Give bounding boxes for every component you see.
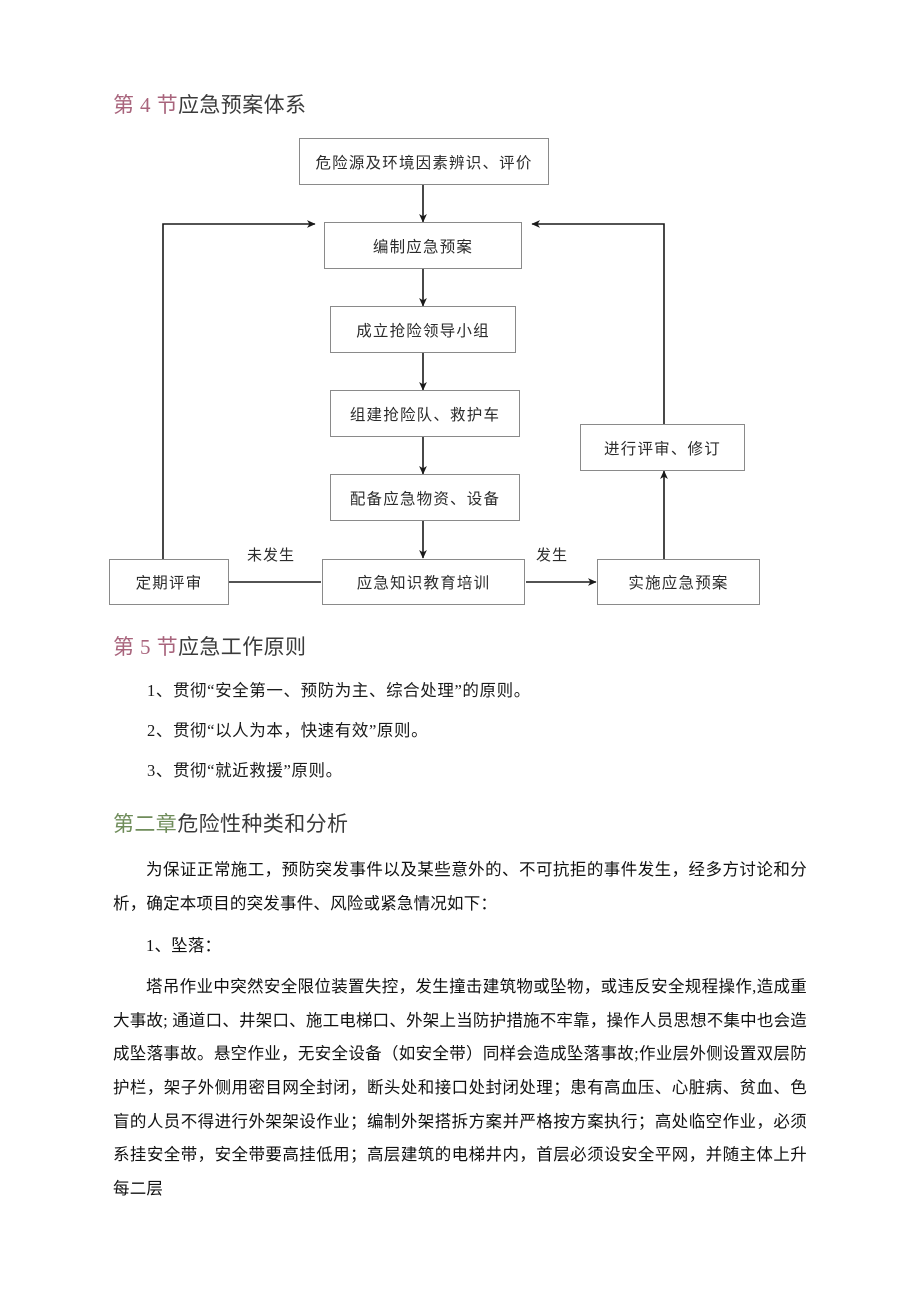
section-4-title: 应急预案体系 bbox=[178, 93, 307, 117]
flow-node-label: 定期评审 bbox=[135, 575, 203, 593]
flow-node-label: 成立抢险领导小组 bbox=[356, 322, 490, 340]
flowchart-connectors bbox=[162, 185, 668, 587]
flow-node-hazard-identification: 危险源及环境因素辨识、评价 bbox=[299, 138, 549, 186]
flow-node-label: 实施应急预案 bbox=[628, 575, 729, 593]
section-4-number: 第 4 节 bbox=[113, 93, 178, 117]
flow-node-label: 配备应急物资、设备 bbox=[349, 490, 501, 508]
emergency-plan-flowchart: 危险源及环境因素辨识、评价 编制应急预案 成立抢险领导小组 组建抢险队、救护车 … bbox=[109, 138, 803, 608]
principle-item-1: 1、贯彻“安全第一、预防为主、综合处理”的原则。 bbox=[147, 680, 531, 700]
flow-node-review-revise: 进行评审、修订 bbox=[580, 424, 745, 472]
flow-node-periodic-review: 定期评审 bbox=[109, 559, 229, 606]
principle-item-2: 2、贯彻“以人为本，快速有效”原则。 bbox=[147, 720, 429, 740]
hazard-item-fall-paragraph: 塔吊作业中突然安全限位装置失控，发生撞击建筑物或坠物，或违反安全规程操作,造成重… bbox=[113, 977, 807, 1198]
flow-node-label: 编制应急预案 bbox=[372, 238, 474, 256]
flow-node-label: 危险源及环境因素辨识、评价 bbox=[315, 154, 533, 172]
flow-node-implement-plan: 实施应急预案 bbox=[597, 559, 760, 606]
flow-node-label: 应急知识教育培训 bbox=[356, 575, 491, 593]
flow-node-establish-leadership: 成立抢险领导小组 bbox=[330, 306, 516, 354]
chapter-2-number: 第二章 bbox=[113, 811, 178, 836]
chapter-2-intro-paragraph: 为保证正常施工，预防突发事件以及某些意外的、不可抗拒的事件发生，经多方讨论和分析… bbox=[113, 860, 807, 913]
principle-item-3: 3、贯彻“就近救援”原则。 bbox=[147, 760, 343, 780]
flow-node-equip-supplies: 配备应急物资、设备 bbox=[330, 474, 520, 522]
flow-node-knowledge-training: 应急知识教育培训 bbox=[322, 559, 525, 606]
flow-node-prepare-plan: 编制应急预案 bbox=[324, 222, 522, 270]
section-5-heading: 第 5 节应急工作原则 bbox=[113, 608, 807, 662]
flow-node-label: 进行评审、修订 bbox=[604, 440, 721, 458]
flow-node-label: 组建抢险队、救护车 bbox=[349, 406, 501, 424]
chapter-2-heading: 第二章危险性种类和分析 bbox=[113, 783, 807, 839]
flow-edge-label-occurred: 发生 bbox=[536, 548, 569, 565]
flow-node-build-rescue-team: 组建抢险队、救护车 bbox=[330, 390, 520, 438]
section-4-heading: 第 4 节应急预案体系 bbox=[113, 0, 807, 120]
flow-edge-label-not-occurred: 未发生 bbox=[247, 548, 296, 565]
hazard-item-fall-label: 1、坠落： bbox=[146, 936, 222, 956]
section-5-title: 应急工作原则 bbox=[178, 635, 307, 660]
chapter-2-title: 危险性种类和分析 bbox=[177, 811, 349, 836]
section-5-number: 第 5 节 bbox=[113, 635, 178, 660]
